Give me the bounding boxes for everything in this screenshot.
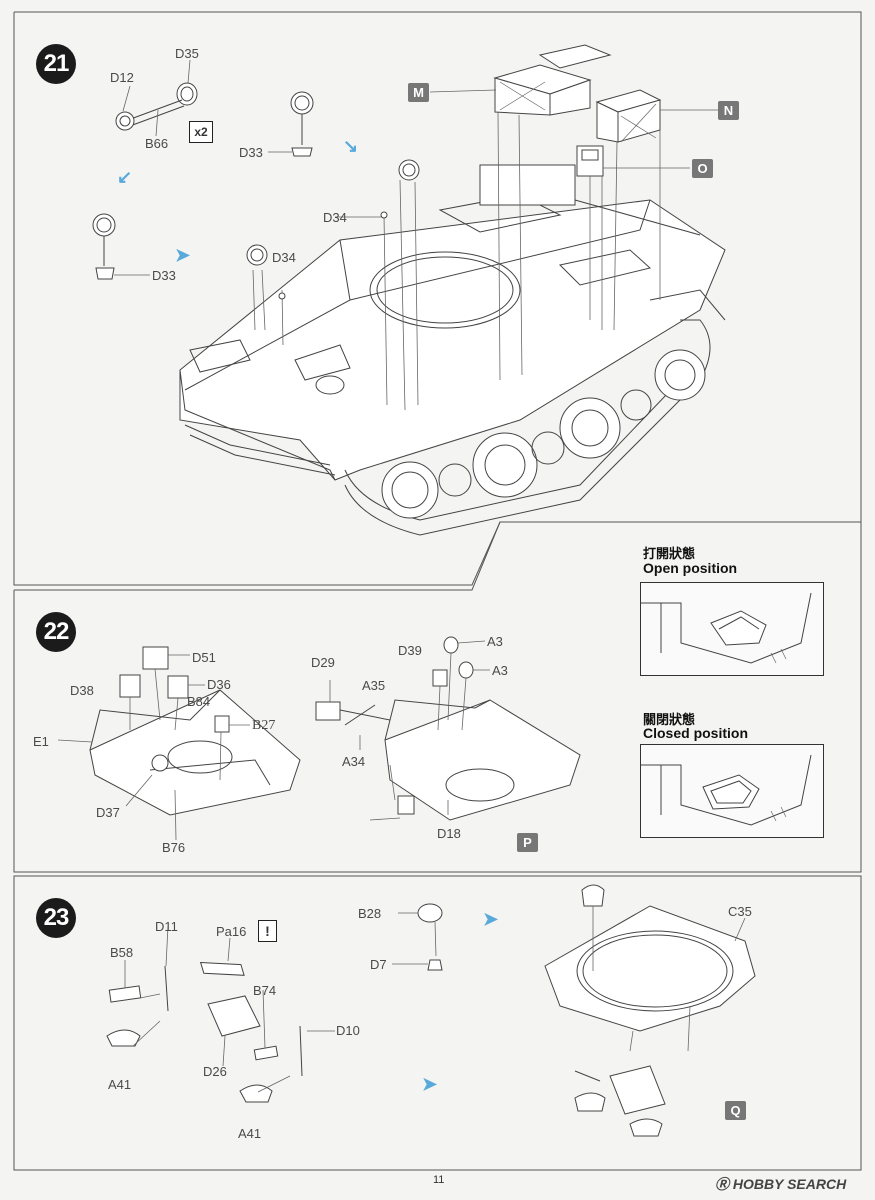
mounted-lamps — [246, 159, 420, 300]
label-d33-top: D33 — [239, 145, 263, 160]
label-a34: A34 — [342, 754, 366, 769]
label-b66: B66 — [145, 136, 169, 151]
arrow-right-icon: ➤ — [175, 245, 191, 265]
step-23-drawing — [106, 884, 756, 1137]
label-a41-left: A41 — [108, 1077, 132, 1092]
turret-ring-c35 — [544, 884, 756, 1137]
label-a41-bottom: A41 — [238, 1126, 262, 1141]
part-b28-d7 — [392, 903, 443, 971]
fender-assembly-right — [315, 636, 581, 821]
closed-position-drawing — [641, 754, 812, 826]
label-b58: B58 — [110, 945, 134, 960]
step-21-drawing — [92, 44, 726, 536]
label-d10: D10 — [336, 1023, 360, 1038]
label-a3-upper: A3 — [487, 634, 503, 649]
lamp-d33-left — [92, 213, 150, 280]
open-position-inset — [640, 582, 824, 676]
tag-m: M — [408, 83, 429, 102]
caution-text: ! — [265, 923, 270, 939]
arrow-right-icon: ➤ — [422, 1074, 438, 1094]
open-caption-cjk: 打開狀態 — [643, 546, 696, 561]
label-d33-left: D33 — [152, 268, 176, 283]
label-d18: D18 — [437, 826, 461, 841]
label-c35: C35 — [728, 904, 752, 919]
tag-q: Q — [725, 1101, 746, 1120]
arrow-down-icon: ↙ — [117, 167, 133, 187]
caution-icon: ! — [258, 920, 277, 942]
headlight-part-d35 — [115, 59, 198, 137]
label-b74: B74 — [253, 983, 277, 998]
label-pa16: Pa16 — [216, 924, 247, 939]
step-22-badge: 22 — [36, 612, 76, 652]
arrow-right-icon: ➤ — [483, 909, 499, 929]
label-d34-lower: D34 — [272, 250, 296, 265]
closed-caption-en: Closed position — [643, 725, 748, 741]
label-d35: D35 — [175, 46, 199, 61]
label-d37: D37 — [96, 805, 120, 820]
hatch-assembly-left — [106, 925, 335, 1103]
label-d29: D29 — [311, 655, 335, 670]
fender-assembly-e1 — [57, 646, 301, 841]
label-b76: B76 — [162, 840, 186, 855]
lamp-d33-top — [268, 91, 314, 157]
page-number: 11 — [433, 1174, 445, 1186]
tag-o: O — [692, 159, 713, 178]
label-d26: D26 — [203, 1064, 227, 1079]
assembly-guide-lines — [252, 89, 718, 411]
step-23-badge: 23 — [36, 898, 76, 938]
label-e1: E1 — [33, 734, 49, 749]
closed-caption-cjk: 關閉狀態 — [643, 712, 696, 727]
step-21-badge: 21 — [36, 44, 76, 84]
label-d51: D51 — [192, 650, 216, 665]
storage-boxes — [493, 44, 662, 177]
label-d7: D7 — [370, 957, 387, 972]
label-d12: D12 — [110, 70, 134, 85]
tag-n: N — [718, 101, 739, 120]
open-caption-en: Open position — [643, 560, 738, 576]
label-b28: B28 — [358, 906, 382, 921]
label-d36: D36 — [207, 677, 231, 692]
label-d39: D39 — [398, 643, 422, 658]
track-and-wheels — [184, 319, 711, 536]
label-b27: B27 — [252, 718, 276, 733]
step-22-drawing — [57, 636, 581, 841]
label-a35: A35 — [362, 678, 386, 693]
label-d34-upper: D34 — [323, 210, 347, 225]
quantity-text: x2 — [194, 125, 208, 139]
open-position-drawing — [641, 592, 812, 664]
closed-position-inset — [640, 744, 824, 838]
watermark-text: HOBBY SEARCH — [732, 1176, 847, 1192]
label-b84: B84 — [187, 694, 211, 709]
label-a3-lower: A3 — [492, 663, 508, 678]
arrow-right-down-icon: ↘ — [343, 136, 359, 156]
watermark-logo: Ⓡ HOBBY SEARCH — [715, 1176, 847, 1192]
quantity-badge: x2 — [189, 121, 213, 143]
tag-p: P — [517, 833, 538, 852]
label-d38: D38 — [70, 683, 94, 698]
tank-hull — [179, 164, 726, 481]
label-d11: D11 — [155, 919, 178, 934]
